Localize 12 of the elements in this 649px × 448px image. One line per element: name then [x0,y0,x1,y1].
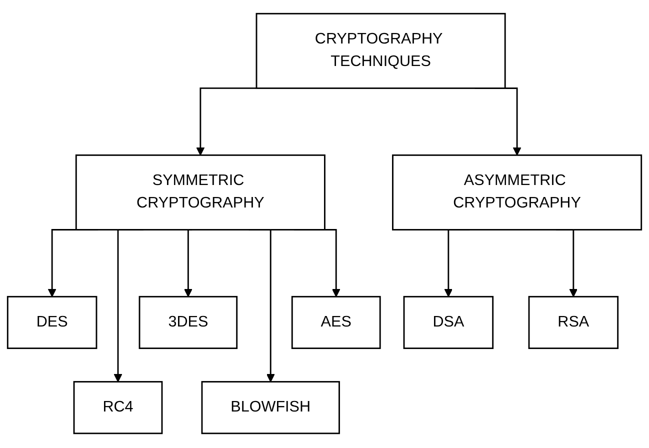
node-box: CRYPTOGRAPHY TECHNIQUES [256,13,506,90]
node-box: 3DES [138,296,238,350]
node-box: RC4 [73,382,163,435]
node-box: ASYMMETRIC CRYPTOGRAPHY [392,154,642,231]
node-box: RSA [528,296,619,350]
node-box: AES [291,296,381,350]
node-box: SYMMETRIC CRYPTOGRAPHY [75,154,326,231]
node-box: DES [6,296,98,350]
arrow [184,229,192,298]
arrow [196,88,256,156]
node-box: BLOWFISH [201,382,340,435]
node-box: DSA [403,296,494,350]
